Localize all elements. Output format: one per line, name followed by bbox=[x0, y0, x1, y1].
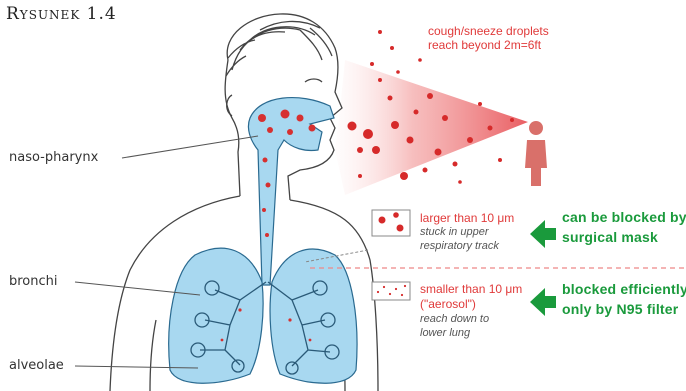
green-arrow-icon bbox=[530, 220, 556, 316]
eye-icon bbox=[305, 79, 322, 82]
n95-note-2: only by N95 filter bbox=[562, 300, 678, 319]
small-particle-desc-2: lower lung bbox=[420, 327, 470, 340]
droplet-spray-cone bbox=[335, 60, 528, 195]
n95-note-1: blocked efficiently bbox=[562, 280, 686, 299]
surgical-mask-note-2: surgical mask bbox=[562, 228, 658, 247]
large-particle-sample bbox=[372, 210, 410, 236]
lung-right bbox=[270, 249, 357, 383]
large-particle-title: larger than 10 μm bbox=[420, 211, 514, 225]
small-particle-desc-1: reach down to bbox=[420, 313, 489, 326]
label-bronchi: bronchi bbox=[9, 274, 58, 289]
small-particle-title: smaller than 10 μm bbox=[420, 282, 522, 296]
person-icon bbox=[525, 121, 547, 186]
label-naso-pharynx: naso-pharynx bbox=[9, 150, 98, 165]
surgical-mask-note-1: can be blocked by bbox=[562, 208, 686, 227]
airway bbox=[169, 98, 357, 384]
lung-left bbox=[169, 248, 263, 383]
large-particle-desc-2: respiratory track bbox=[420, 240, 499, 253]
label-alveolae: alveolae bbox=[9, 358, 64, 373]
large-particle-desc-1: stuck in upper bbox=[420, 226, 488, 239]
small-particle-sample bbox=[372, 282, 410, 300]
droplet-cone-subtitle: reach beyond 2m=6ft bbox=[428, 38, 541, 52]
droplet-cone-title: cough/sneeze droplets bbox=[428, 24, 549, 38]
figure-label: Rysunek 1.4 bbox=[6, 4, 117, 24]
small-particle-subtitle: ("aerosol") bbox=[420, 297, 476, 311]
